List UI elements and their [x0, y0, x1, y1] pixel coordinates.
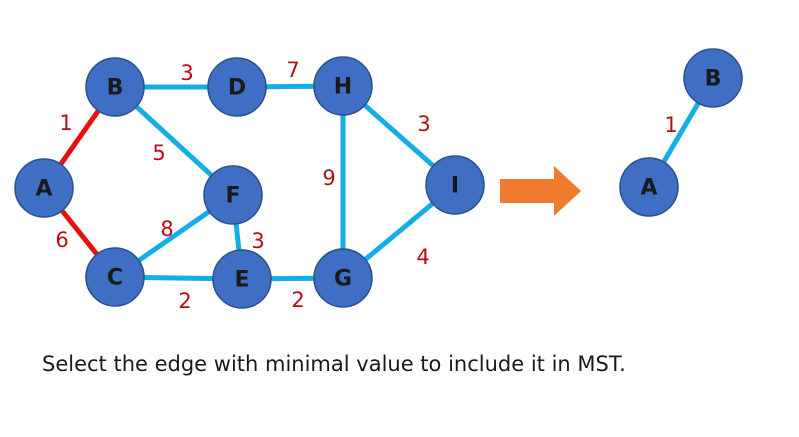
weight-h-g: 9: [322, 166, 335, 190]
node-h-circle: [313, 56, 373, 116]
node-e-label: E: [234, 268, 249, 293]
edge-weights: 1 6 3 5 7 8 3 2 2 9 3 4: [55, 58, 430, 313]
node-g: G: [313, 248, 373, 308]
node-i-label: I: [451, 174, 459, 199]
node-c: C: [85, 247, 145, 307]
weight-b-d: 3: [180, 61, 193, 85]
node-a-label: A: [35, 177, 52, 202]
node-a-circle: [14, 158, 74, 218]
node-c-label: C: [107, 266, 123, 291]
node-f-circle: [203, 165, 263, 225]
node-b-circle: [85, 57, 145, 117]
weight-f-e: 3: [251, 229, 264, 253]
node-a: A: [14, 158, 74, 218]
node-d-label: D: [228, 76, 246, 101]
mst-node-a-label: A: [640, 176, 657, 201]
node-b: B: [85, 57, 145, 117]
mst-node-b-circle: [683, 48, 743, 108]
weight-e-g: 2: [291, 288, 304, 312]
caption-text: Select the edge with minimal value to in…: [42, 352, 626, 376]
weight-c-f: 8: [160, 217, 173, 241]
weight-a-c: 6: [55, 228, 68, 252]
weight-c-e: 2: [178, 289, 191, 313]
weight-g-i: 4: [416, 245, 429, 269]
node-i: I: [425, 155, 485, 215]
node-e-circle: [212, 249, 272, 309]
node-f-label: F: [225, 184, 240, 209]
weight-d-h: 7: [286, 58, 299, 82]
weight-b-f: 5: [152, 141, 165, 165]
weight-a-b: 1: [59, 111, 72, 135]
mst-nodes: AB: [619, 48, 743, 217]
node-c-circle: [85, 247, 145, 307]
node-i-circle: [425, 155, 485, 215]
graph-nodes: A B C D E F G H I: [14, 56, 485, 309]
node-b-label: B: [107, 76, 124, 101]
node-h-label: H: [334, 75, 352, 100]
weight-h-i: 3: [417, 112, 430, 136]
node-f: F: [203, 165, 263, 225]
node-d-circle: [207, 57, 267, 117]
mst-node-b: B: [683, 48, 743, 108]
mst-node-b-label: B: [705, 67, 722, 92]
node-d: D: [207, 57, 267, 117]
node-g-label: G: [334, 267, 352, 292]
node-h: H: [313, 56, 373, 116]
node-e: E: [212, 249, 272, 309]
node-g-circle: [313, 248, 373, 308]
transition-arrow-icon: [500, 166, 581, 216]
mst-edge-weights: 1: [664, 113, 677, 137]
mst-weight-a-b: 1: [664, 113, 677, 137]
mst-node-a-circle: [619, 157, 679, 217]
mst-node-a: A: [619, 157, 679, 217]
